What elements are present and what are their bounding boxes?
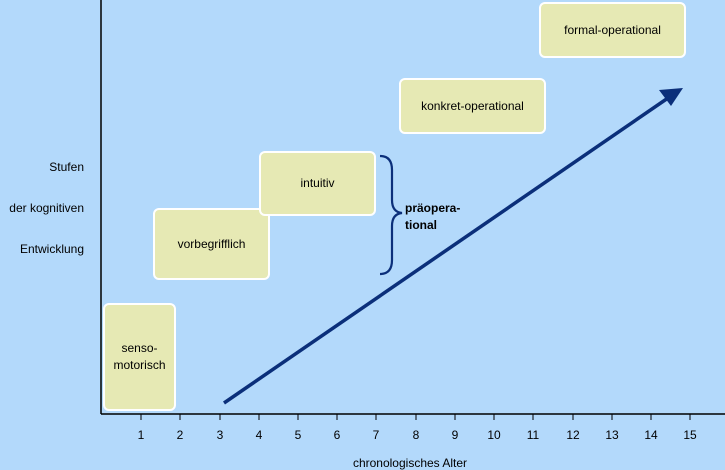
x-tick-label: 7 <box>372 428 380 442</box>
stage-label-intuitiv: intuitiv <box>300 176 335 190</box>
curly-brace <box>379 154 403 276</box>
development-arrow-head <box>659 88 683 106</box>
stage-label-sensomotorisch-1: senso- <box>121 341 158 355</box>
x-tick-label: 4 <box>255 428 263 442</box>
x-tick-label: 15 <box>683 428 697 442</box>
stage-box-formal-operational: formal-operational <box>539 2 686 58</box>
stage-label-sensomotorisch-2: motorisch <box>113 358 166 372</box>
x-tick-label: 2 <box>176 428 184 442</box>
x-tick-label: 3 <box>216 428 224 442</box>
x-tick-label: 5 <box>294 428 302 442</box>
stage-box-intuitiv: intuitiv <box>259 151 376 216</box>
x-tick-label: 10 <box>487 428 501 442</box>
y-label-line-1: Stufen <box>49 160 84 174</box>
x-axis-label: chronologisches Alter <box>352 456 468 470</box>
x-tick-label: 11 <box>526 428 540 442</box>
y-label-line-3: Entwicklung <box>19 242 84 256</box>
x-tick-label: 8 <box>412 428 420 442</box>
x-tick-label: 1 <box>137 428 145 442</box>
x-tick-label: 12 <box>566 428 580 442</box>
stage-box-sensomotorisch: senso- motorisch <box>103 303 176 411</box>
stage-label-formal-operational: formal-operational <box>564 22 661 37</box>
x-tick-marks <box>140 414 691 420</box>
brace-label: präopera- tional <box>405 200 460 234</box>
stage-label-vorbegrifflich: vorbegrifflich <box>177 236 246 251</box>
brace-label-line-1: präopera- <box>405 201 461 215</box>
stage-label-konkret-operational: konkret-operational <box>421 98 524 113</box>
y-label-line-2: der kognitiven <box>9 201 84 215</box>
x-tick-label: 9 <box>451 428 459 442</box>
x-tick-label: 14 <box>644 428 658 442</box>
x-tick-label: 13 <box>605 428 619 442</box>
stage-box-vorbegrifflich: vorbegrifflich <box>153 208 270 280</box>
development-arrow <box>223 96 669 405</box>
stage-box-konkret-operational: konkret-operational <box>399 78 546 134</box>
x-tick-label: 6 <box>333 428 341 442</box>
brace-label-line-2: tional <box>405 218 437 232</box>
